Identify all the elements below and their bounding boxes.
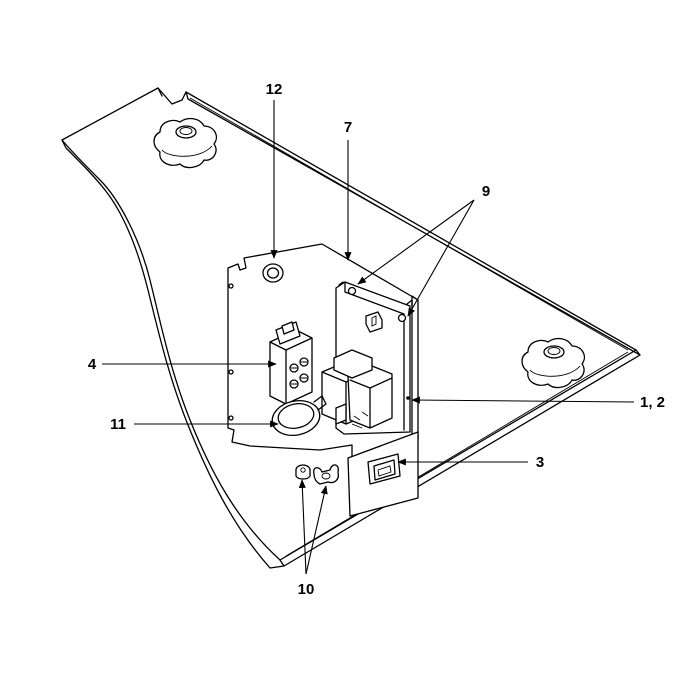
transformer <box>321 349 393 429</box>
callout-9: 9 <box>482 183 490 200</box>
callout-11: 11 <box>110 416 126 433</box>
callout-7: 7 <box>344 119 352 136</box>
callout-1-2: 1, 2 <box>640 394 665 411</box>
callout-12: 12 <box>266 81 283 98</box>
callout-4: 4 <box>88 356 97 373</box>
foot-knob-right <box>521 337 586 389</box>
foot-knob-left <box>153 117 218 169</box>
lower-bracket <box>347 431 419 517</box>
terminal-block <box>269 321 313 405</box>
callout-labels: 12 7 9 4 11 1, 2 3 10 <box>88 81 665 598</box>
hardware-nuts <box>295 464 340 485</box>
callout-3: 3 <box>536 454 544 471</box>
leader-lines <box>102 100 635 575</box>
callout-10: 10 <box>298 581 315 598</box>
